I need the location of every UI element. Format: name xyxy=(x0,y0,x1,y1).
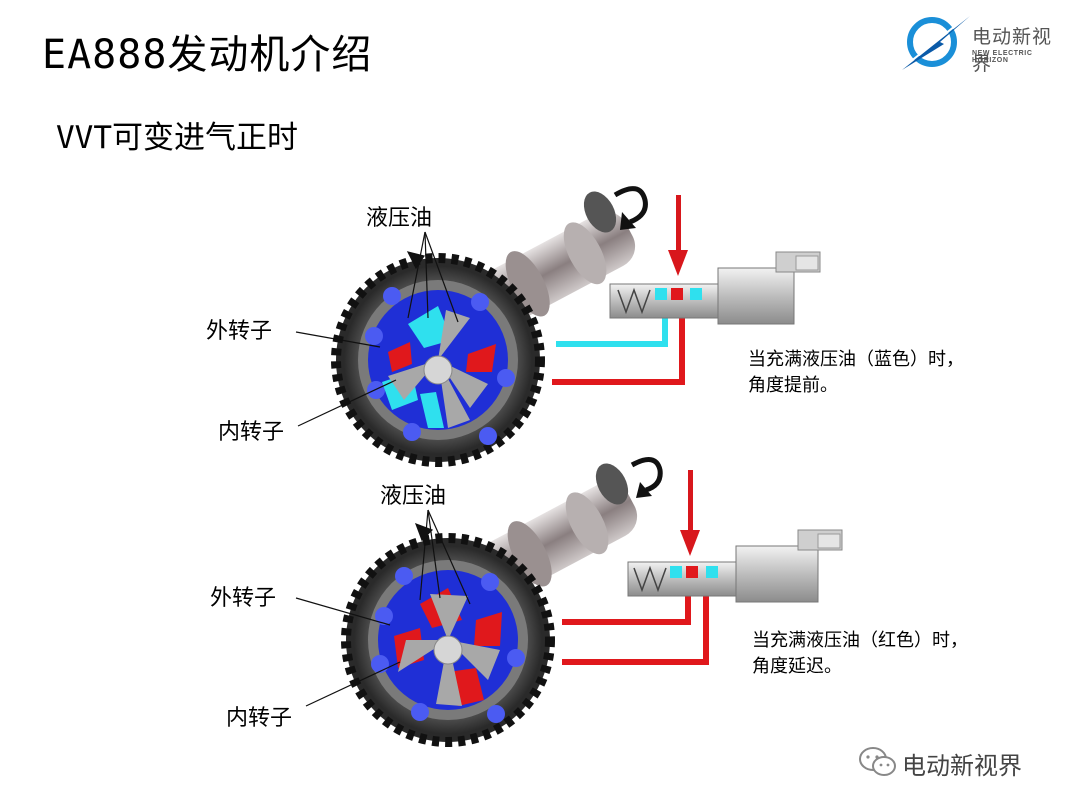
wechat-icon xyxy=(859,747,896,776)
bottom-note-line2: 角度延迟。 xyxy=(752,656,842,677)
bottom-note-line1: 当充满液压油（红色）时， xyxy=(752,630,968,651)
brand-logo-block: 电动新视界 NEW ELECTRIC HORIZON xyxy=(900,12,1070,75)
slide-title: EA888发动机介绍 xyxy=(42,32,373,78)
top-oil-label: 液压油 xyxy=(366,206,433,231)
top-inner-rotor-label: 内转子 xyxy=(218,420,285,445)
bottom-oil-label: 液压油 xyxy=(380,484,447,509)
top-callout-lines xyxy=(295,231,459,427)
bottom-callout-lines xyxy=(295,509,471,707)
top-solenoid-valve xyxy=(609,195,821,325)
brand-logo-icon xyxy=(902,16,970,70)
brand-name-en: NEW ELECTRIC HORIZON xyxy=(972,50,1033,64)
brand-name-cn: 电动新视界 xyxy=(972,26,1053,75)
slide-subtitle: VVT可变进气正时 xyxy=(56,120,298,156)
bottom-rotation-arrowhead xyxy=(636,482,652,498)
top-note-line1: 当充满液压油（蓝色）时， xyxy=(748,349,964,370)
watermark-text: 电动新视界 xyxy=(902,752,1022,780)
top-rotation-arrowhead xyxy=(620,212,636,230)
bottom-note: 当充满液压油（红色）时， 角度延迟。 xyxy=(752,628,968,680)
bottom-rotation-arrow xyxy=(630,457,663,493)
bottom-inner-rotor-label: 内转子 xyxy=(226,706,293,731)
top-rotation-arrow xyxy=(613,186,648,225)
top-inner-rotor xyxy=(388,310,488,428)
top-note-line2: 角度提前。 xyxy=(748,375,838,396)
bottom-inner-rotor xyxy=(398,594,500,706)
bottom-solenoid-valve xyxy=(627,470,843,603)
top-outer-rotor-label: 外转子 xyxy=(206,319,273,344)
bottom-outer-rotor-label: 外转子 xyxy=(210,586,277,611)
top-note: 当充满液压油（蓝色）时， 角度提前。 xyxy=(748,347,964,399)
